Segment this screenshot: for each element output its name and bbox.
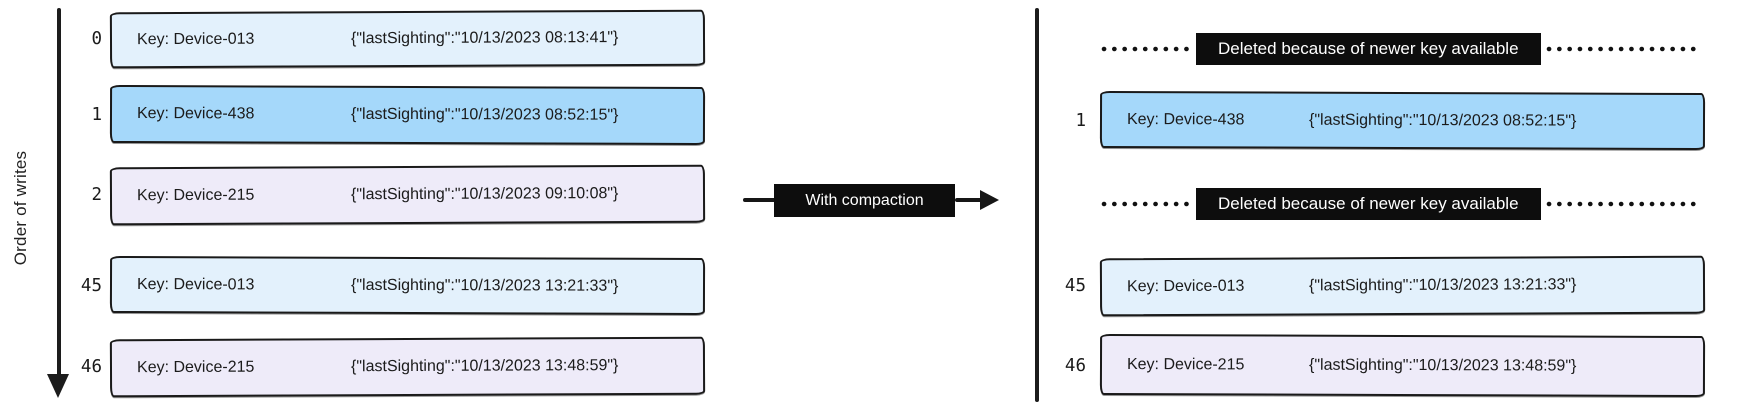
- deleted-row: Deleted because of newer key available: [1096, 32, 1706, 66]
- dotted-line-icon: [1546, 46, 1702, 52]
- row-index: 1: [91, 105, 102, 125]
- record-row: Key: Device-215 {"lastSighting":"10/13/2…: [109, 164, 706, 226]
- row-index: 1: [1075, 110, 1086, 131]
- record-key: Key: Device-013: [136, 30, 255, 49]
- record-row: Key: Device-438 {"lastSighting":"10/13/2…: [109, 84, 706, 146]
- record-value: {"lastSighting":"10/13/2023 13:21:33"}: [1308, 276, 1577, 295]
- record-value: {"lastSighting":"10/13/2023 08:13:41"}: [350, 29, 619, 48]
- row-index: 45: [1064, 276, 1086, 296]
- arrow-right-icon: [980, 190, 999, 210]
- with-compaction-label: With compaction: [774, 184, 955, 217]
- record-key: Key: Device-013: [1126, 277, 1245, 296]
- record-row: Key: Device-013 {"lastSighting":"10/13/2…: [109, 9, 706, 69]
- order-axis-arrow-down-icon: [47, 374, 69, 398]
- record-key: Key: Device-438: [1126, 110, 1245, 128]
- record-value: {"lastSighting":"10/13/2023 13:48:59"}: [350, 357, 619, 376]
- record-key: Key: Device-215: [136, 358, 255, 377]
- record-row: Key: Device-013 {"lastSighting":"10/13/2…: [109, 255, 706, 316]
- dotted-line-icon: [1101, 46, 1191, 52]
- record-row: Key: Device-013 {"lastSighting":"10/13/2…: [1099, 255, 1706, 317]
- dotted-line-icon: [1546, 201, 1702, 207]
- right-axis-line: [1035, 8, 1039, 402]
- row-index: 46: [80, 357, 102, 377]
- record-row: Key: Device-438 {"lastSighting":"10/13/2…: [1099, 90, 1706, 151]
- record-value: {"lastSighting":"10/13/2023 13:48:59"}: [1308, 356, 1577, 375]
- record-row: Key: Device-215 {"lastSighting":"10/13/2…: [109, 336, 706, 398]
- dotted-line-icon: [1101, 201, 1191, 207]
- record-value: {"lastSighting":"10/13/2023 08:52:15"}: [350, 105, 619, 124]
- record-key: Key: Device-215: [136, 186, 255, 205]
- record-value: {"lastSighting":"10/13/2023 13:21:33"}: [350, 276, 619, 295]
- deleted-row: Deleted because of newer key available: [1096, 187, 1706, 221]
- record-key: Key: Device-013: [136, 275, 255, 293]
- connector-line: [743, 198, 776, 202]
- row-index: 45: [80, 275, 102, 296]
- order-axis-line: [57, 8, 61, 376]
- row-index: 0: [91, 29, 102, 49]
- connector-line: [955, 198, 983, 202]
- deleted-banner: Deleted because of newer key available: [1196, 188, 1541, 220]
- record-row: Key: Device-215 {"lastSighting":"10/13/2…: [1099, 333, 1706, 398]
- record-key: Key: Device-215: [1126, 355, 1245, 373]
- deleted-banner: Deleted because of newer key available: [1196, 33, 1541, 65]
- record-value: {"lastSighting":"10/13/2023 08:52:15"}: [1308, 111, 1577, 130]
- row-index: 2: [91, 185, 102, 205]
- record-value: {"lastSighting":"10/13/2023 09:10:08"}: [350, 185, 619, 204]
- record-key: Key: Device-438: [136, 105, 255, 123]
- row-index: 46: [1064, 355, 1086, 376]
- order-of-writes-label: Order of writes: [11, 150, 30, 266]
